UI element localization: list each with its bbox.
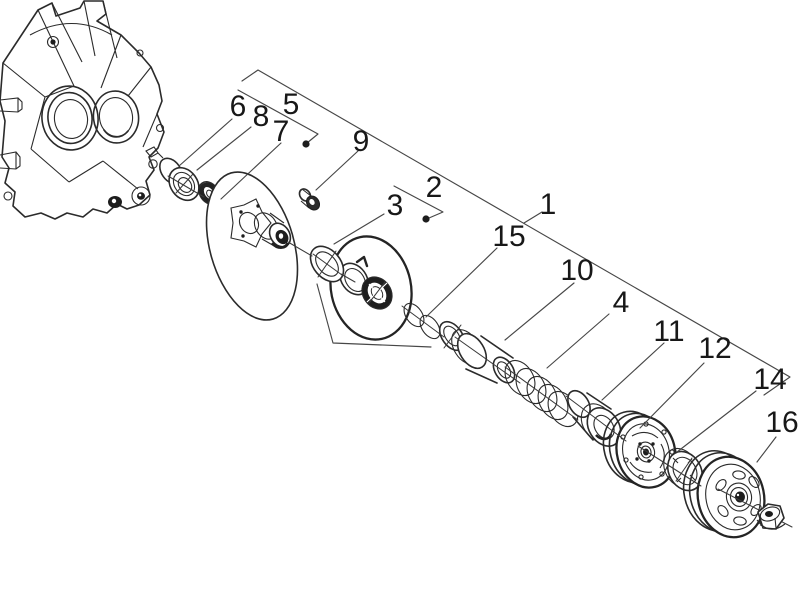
driven-pulley-exploded-parts [159,157,793,539]
leader-8 [196,126,252,171]
bracket-movable-half-group [316,283,432,348]
leader-16 [756,436,777,463]
crankcase-stud-upper [0,97,23,113]
leader-6 [178,118,233,167]
callout-numbers: 1 2 3 4 5 6 7 8 9 10 11 12 14 15 16 [230,88,799,439]
callout-2: 2 [426,171,443,204]
callout-8: 8 [253,100,270,133]
assembly-dot-2 [422,215,430,223]
leader-12 [639,362,705,429]
hub-flange [230,198,272,248]
callout-6: 6 [230,90,247,123]
part-fixed-half-pulley [205,171,299,321]
crankcase-boss [131,186,151,206]
callout-7: 7 [273,115,290,148]
leader-3 [333,213,385,245]
leader-lines [178,69,791,463]
crankcase-drawing [0,0,165,220]
hub-seal [362,277,392,309]
leader-9 [315,150,359,191]
assembly-dot-5 [302,140,310,148]
part-sliding-sleeve [451,329,516,384]
callout-16: 16 [765,406,798,439]
part-pin [298,188,321,211]
callout-14: 14 [753,363,786,396]
callout-1: 1 [540,188,557,221]
leader-15 [425,247,498,318]
leader-assembly-5 [237,89,319,144]
callout-5: 5 [283,88,300,121]
leader-4 [546,313,610,369]
callout-9: 9 [353,125,370,158]
crankcase-bearing-seat-left [41,85,99,151]
part-nut [756,503,786,530]
callout-4: 4 [613,286,630,319]
crankcase-stud-lower [0,151,21,170]
part-movable-half-pulley [329,235,413,341]
part-seal-ring [309,245,345,283]
leader-1-connector [523,211,543,224]
callout-15: 15 [492,220,525,253]
leader-11 [601,342,665,401]
torque-pin-hook [355,255,369,268]
leader-14 [676,390,757,453]
leader-10 [504,282,575,341]
axis-lines [167,173,702,487]
part-clutch-assembly [602,410,677,489]
callout-10: 10 [560,254,593,287]
part-spring-cup [567,389,622,447]
crankcase-bearing-seat-right [92,90,140,144]
part-spring [504,359,579,428]
callout-11: 11 [653,315,684,348]
part-o-rings [403,302,441,340]
leader-assembly-2 [393,185,444,219]
part-clutch-bell [682,449,766,539]
callout-3: 3 [387,189,404,222]
leader-7 [220,142,282,200]
callout-12: 12 [698,332,731,365]
